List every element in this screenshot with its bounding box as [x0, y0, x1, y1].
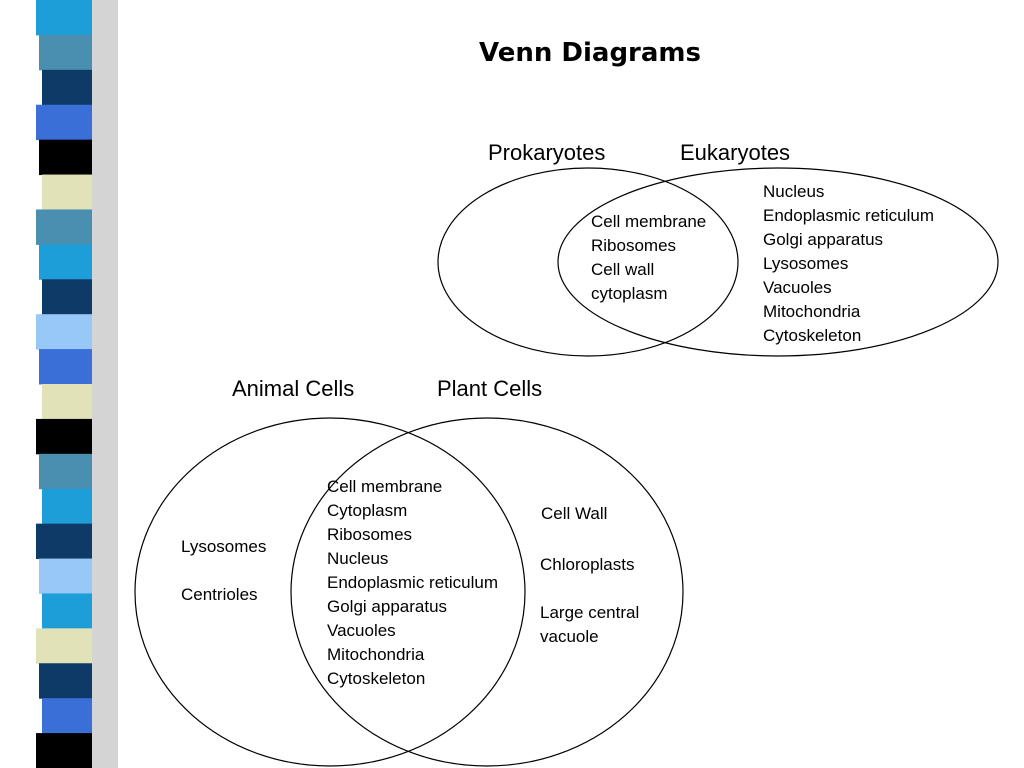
list-item: Vacuoles [763, 278, 832, 297]
plant-only-list: Cell Wall [541, 502, 607, 526]
stripe-segment [39, 139, 92, 176]
stripe-segment [36, 314, 92, 350]
plant-cells-label: Plant Cells [437, 376, 543, 401]
decorative-stripe-bar [36, 0, 118, 768]
stripe-segment [36, 209, 92, 245]
stripe-segment [42, 593, 92, 629]
stripe-segment [36, 104, 92, 141]
animal-cells-circle [134, 417, 526, 767]
eukaryotes-only-list: Nucleus Endoplasmic reticulum Golgi appa… [763, 180, 934, 348]
stripe-segment [42, 174, 92, 210]
stripe-segment [36, 733, 92, 768]
list-item: Nucleus [327, 549, 389, 568]
list-item: Lysosomes [181, 537, 267, 556]
list-item: Cytoskeleton [763, 326, 862, 345]
list-item: Large central [540, 603, 640, 622]
list-item: Cell membrane [591, 212, 707, 231]
list-item: Cell Wall [541, 504, 608, 523]
list-item: Chloroplasts [540, 555, 635, 574]
stripe-segment [39, 244, 92, 280]
plant-only-list-continued: Chloroplasts Large central vacuole [540, 553, 639, 649]
stripe-shadow [90, 0, 118, 768]
stripe-segment [36, 0, 92, 36]
list-item: Cytoskeleton [327, 669, 426, 688]
stripe-segment [36, 628, 92, 664]
prokaryotes-circle [437, 167, 739, 357]
stripe-segment [39, 663, 92, 699]
list-item: Vacuoles [327, 621, 396, 640]
list-item: Ribosomes [327, 525, 413, 544]
stripe-segment [39, 558, 92, 594]
stripe-segment [39, 453, 92, 490]
list-item: Cytoplasm [327, 501, 408, 520]
plant-cells-circle [290, 417, 684, 767]
stripe-segment [36, 523, 92, 560]
stripe-segment [42, 488, 92, 525]
prokaryotes-label: Prokaryotes [488, 140, 606, 165]
stripe-segment [36, 418, 92, 455]
list-item: Lysosomes [763, 254, 849, 273]
list-item: Golgi apparatus [327, 597, 448, 616]
list-item: Nucleus [763, 182, 825, 201]
list-item: Cell membrane [327, 477, 443, 496]
list-item: Endoplasmic reticulum [327, 573, 499, 592]
eukaryotes-circle [557, 167, 999, 357]
list-item: Endoplasmic reticulum [763, 206, 935, 225]
page-title: Venn Diagrams [479, 38, 701, 68]
list-item: cytoplasm [591, 284, 668, 303]
stripe-segment [39, 34, 92, 71]
top-overlap-list: Cell membrane Ribosomes Cell wall cytopl… [591, 210, 706, 306]
animal-only-list: Lysosomes Centrioles [181, 535, 266, 607]
stripe-segment [39, 349, 92, 385]
list-item: Cell wall [591, 260, 655, 279]
list-item: vacuole [540, 627, 599, 646]
stripe-segment [42, 69, 92, 106]
stripe-segment [42, 384, 92, 420]
bottom-overlap-list: Cell membrane Cytoplasm Ribosomes Nucleu… [327, 475, 498, 691]
stripe-segment [42, 698, 92, 734]
eukaryotes-label: Eukaryotes [680, 140, 791, 165]
stripe-segment [42, 279, 92, 315]
list-item: Ribosomes [591, 236, 677, 255]
list-item: Golgi apparatus [763, 230, 884, 249]
list-item: Centrioles [181, 585, 258, 604]
animal-cells-label: Animal Cells [232, 376, 355, 401]
list-item: Mitochondria [327, 645, 425, 664]
list-item: Mitochondria [763, 302, 861, 321]
